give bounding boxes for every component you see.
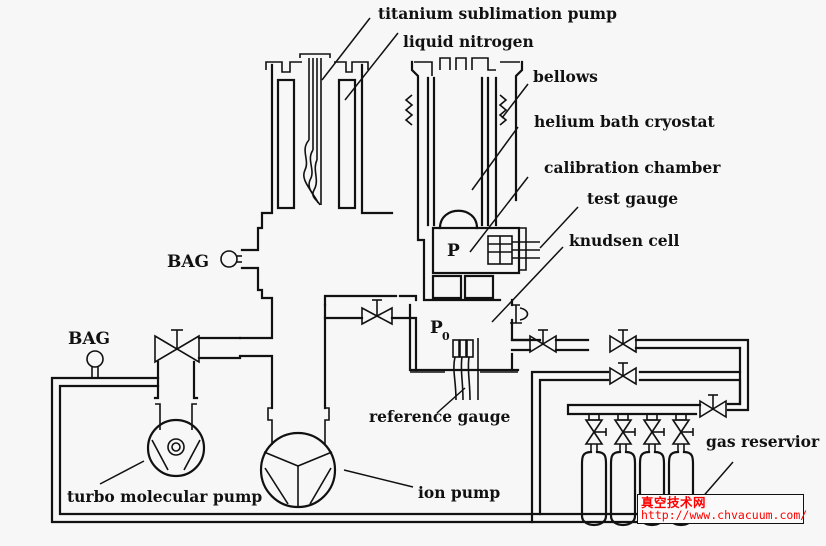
main-chamber-column xyxy=(238,63,394,410)
label-p: P xyxy=(447,241,460,261)
valve-knudsen-outlet xyxy=(529,329,557,354)
cryostat-outer xyxy=(410,57,524,302)
watermark-url[interactable]: http://www.chvacuum.com/ xyxy=(641,508,808,522)
watermark-box: 真空技术网 http://www.chvacuum.com/ xyxy=(637,494,808,524)
cylinder-valve xyxy=(642,419,662,434)
label-reference-gauge: reference gauge xyxy=(369,407,511,426)
leader-gas xyxy=(699,461,734,501)
bellows-right xyxy=(498,94,508,126)
watermark-site-name: 真空技术网 xyxy=(641,495,707,510)
test-gauge xyxy=(487,227,540,271)
liquid-nitrogen-dewar-right xyxy=(337,78,357,210)
gas-cylinder xyxy=(667,414,695,527)
cylinder-body xyxy=(667,450,695,527)
cylinder-body xyxy=(638,450,666,527)
cylinder-body xyxy=(609,450,637,527)
label-test-gauge: test gauge xyxy=(587,189,678,208)
leader-cal-chamber xyxy=(469,176,529,253)
turbo-pump-piping xyxy=(153,336,242,430)
helium-bath-cryostat xyxy=(426,76,498,227)
leader-ln2 xyxy=(344,32,399,101)
valve-gas-main xyxy=(699,394,727,419)
leader-lines xyxy=(99,17,734,501)
bypass-line xyxy=(323,294,418,372)
label-titanium-sublimation-pump: titanium sublimation pump xyxy=(378,4,617,23)
turbo-molecular-pump xyxy=(146,418,206,478)
label-helium-bath-cryostat: helium bath cryostat xyxy=(534,112,716,131)
label-p0: P xyxy=(430,318,443,338)
leader-cryostat xyxy=(471,126,519,191)
ion-pump xyxy=(259,431,337,509)
calibration-chamber xyxy=(431,209,521,300)
label-p0-subscript: 0 xyxy=(442,330,450,343)
liquid-nitrogen-dewar-left xyxy=(276,78,296,210)
cylinder-body xyxy=(580,450,608,527)
valve-bypass xyxy=(361,299,393,326)
label-knudsen-cell: knudsen cell xyxy=(569,231,680,250)
cylinder-valve xyxy=(584,419,604,434)
gas-cylinder xyxy=(580,414,608,527)
leader-turbo xyxy=(99,460,145,485)
label-calibration-chamber: calibration chamber xyxy=(544,158,721,177)
bag-gauge-upper xyxy=(220,250,242,268)
label-bellows: bellows xyxy=(533,67,598,86)
gas-cylinder xyxy=(638,414,666,527)
leader-ion xyxy=(343,469,414,488)
bellows-left xyxy=(404,94,414,126)
label-turbo-molecular-pump: turbo molecular pump xyxy=(67,487,262,506)
ion-pump-piping xyxy=(267,407,330,445)
gas-cylinder xyxy=(609,414,637,527)
cylinder-valve xyxy=(613,419,633,434)
leader-bellows xyxy=(501,83,529,119)
titanium-sublimation-pump xyxy=(303,58,322,206)
reference-gauge xyxy=(410,338,518,401)
leader-test-gauge xyxy=(539,206,579,249)
label-gas-reservior: gas reservior xyxy=(706,432,820,451)
ln2-trap-flanges xyxy=(265,53,369,73)
leader-ref-gauge xyxy=(436,387,466,414)
label-bag-upper: BAG xyxy=(167,252,209,272)
gas-cylinders xyxy=(580,414,695,527)
valve-gas-inlet-1 xyxy=(609,329,637,354)
bag-gauge-lower xyxy=(86,350,104,378)
valve-turbo xyxy=(154,329,200,364)
label-liquid-nitrogen: liquid nitrogen xyxy=(403,32,534,51)
leader-tsp xyxy=(321,17,371,81)
cylinder-valve xyxy=(671,419,691,434)
leader-knudsen xyxy=(491,246,564,323)
label-bag-lower: BAG xyxy=(68,329,110,349)
label-ion-pump: ion pump xyxy=(418,483,500,502)
gas-manifold-piping xyxy=(510,338,750,524)
valve-gas-inlet-2 xyxy=(609,362,637,386)
